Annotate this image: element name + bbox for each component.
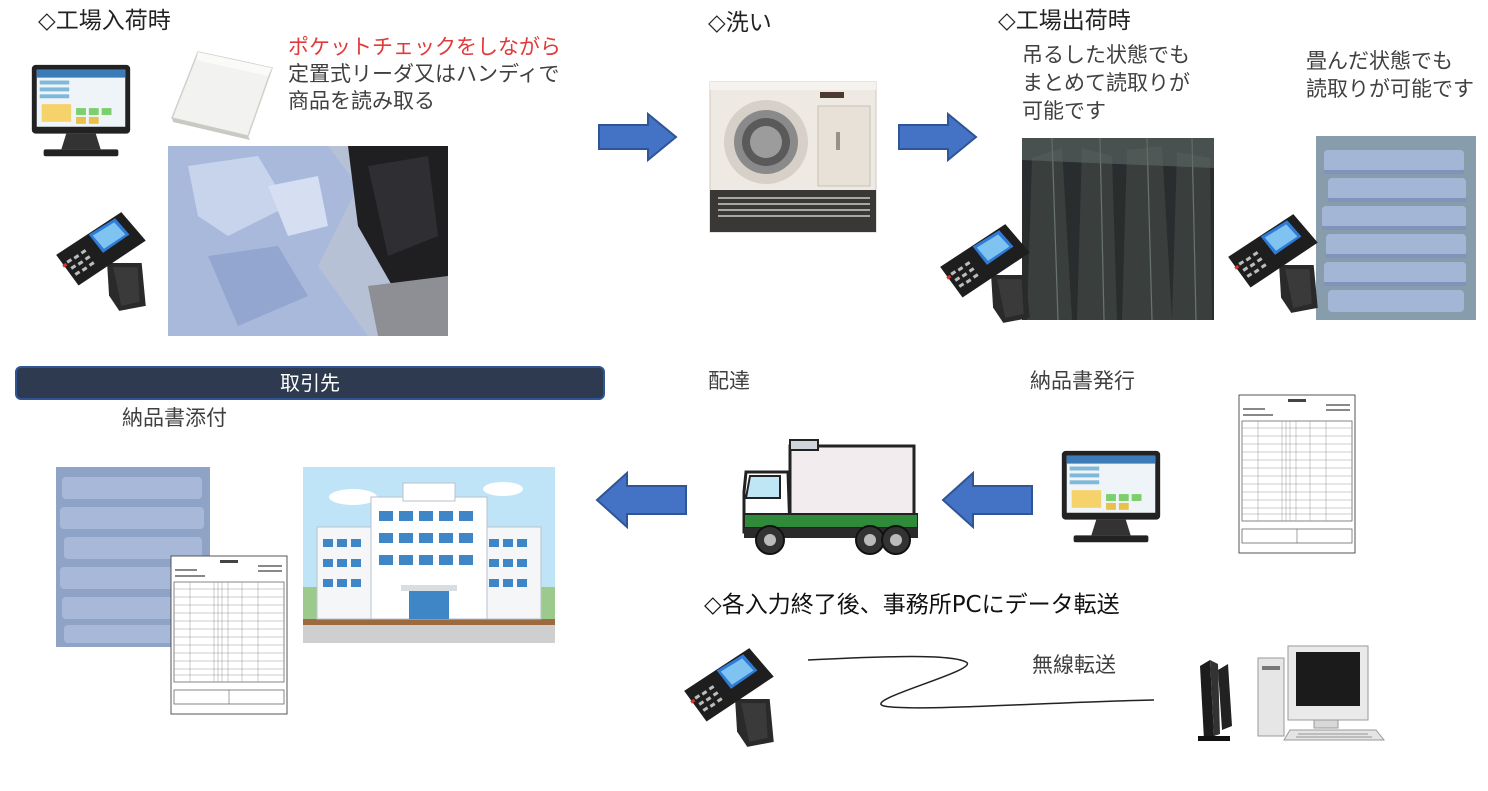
factory-in-title: ◇工場入荷時: [38, 8, 171, 34]
wireless-signal-line: [807, 655, 1155, 709]
factory-in-note-line-2: 商品を読み取る: [288, 89, 435, 113]
factory-out-title: ◇工場出荷時: [998, 8, 1131, 34]
factory-in-note-line-1: 定置式リーダ又はハンディで: [288, 62, 560, 86]
wireless-router-icon: [1198, 660, 1232, 741]
handheld-scanner-icon: [932, 216, 1044, 328]
desktop-pc-icon: [1257, 645, 1386, 741]
hanging-garments-photo: [1022, 138, 1214, 320]
factory-in-note-red: ポケットチェックをしながら: [288, 35, 561, 59]
hang-note-line-1: 吊るした状態でも: [1022, 43, 1190, 67]
handheld-scanner-icon: [48, 204, 160, 316]
delivery-label: 配達: [708, 369, 750, 393]
folded-garments-photo: [1316, 136, 1476, 320]
wireless-transfer-label: 無線転送: [1032, 653, 1116, 677]
delivery-truck-icon: [742, 439, 918, 555]
attach-invoice-label: 納品書添付: [122, 406, 227, 430]
hang-note-line-2: まとめて読取りが: [1022, 71, 1190, 95]
washing-machine-icon: [709, 81, 877, 233]
handheld-scanner-icon: [1220, 206, 1332, 318]
arrow-to-wash: [598, 112, 678, 162]
transfer-title: ◇各入力終了後、事務所PCにデータ転送: [704, 592, 1120, 618]
handheld-scanner-icon: [676, 640, 788, 752]
invoice-document-icon: [1238, 394, 1356, 554]
office-building-icon: [303, 467, 555, 643]
arrow-to-delivery: [941, 471, 1033, 529]
arrow-to-client: [595, 471, 687, 529]
fold-note-line-2: 読取りが可能です: [1306, 77, 1474, 101]
fold-note-line-1: 畳んだ状態でも: [1306, 49, 1453, 73]
invoice-issue-label: 納品書発行: [1030, 369, 1135, 393]
pos-terminal-icon: [22, 58, 140, 168]
client-bar: 取引先: [15, 366, 605, 400]
invoice-document-icon: [170, 555, 288, 715]
clothes-photo: [168, 146, 448, 336]
arrow-to-factory-out: [898, 112, 978, 162]
wash-title: ◇洗い: [708, 10, 772, 36]
pos-terminal-icon: [1052, 444, 1170, 554]
fixed-rfid-reader-icon: [170, 51, 273, 140]
hang-note-line-3: 可能です: [1022, 99, 1106, 123]
